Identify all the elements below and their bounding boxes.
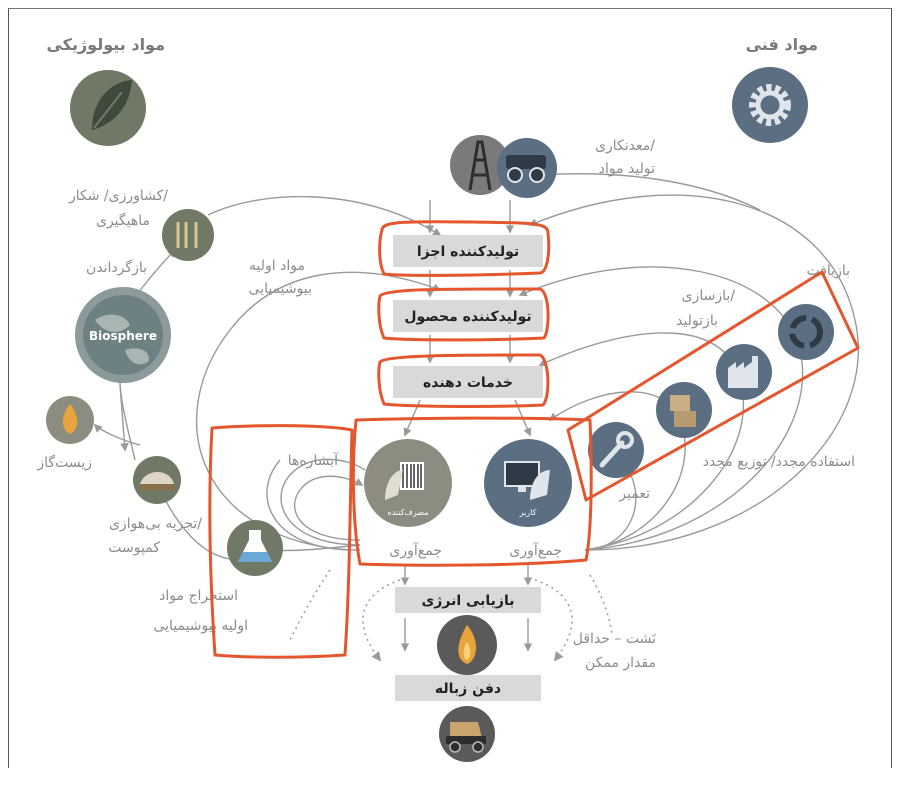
regeneration-label: بازگرداندن: [86, 259, 147, 276]
wheat-fish-icon: [162, 209, 214, 261]
collection-right-label: جمع‌آوری: [509, 542, 562, 559]
flame-icon: [437, 615, 497, 675]
collection-left-label: جمع‌آوری: [389, 542, 442, 559]
energy-recovery-box: بازیابی انرژی: [395, 587, 541, 613]
mining-label-2: تولید مواد: [599, 161, 655, 177]
biogas-label: زیست‌گاز: [36, 454, 92, 471]
feedstock-label-1: مواد اولیه: [249, 258, 305, 274]
leaf-icon: [70, 70, 146, 146]
parts-manufacturer-label: تولیدکننده اجزا: [417, 244, 519, 260]
refurbish-label-2: بازتولید: [676, 313, 718, 329]
cascades-label: آبشاره‌ها: [288, 452, 339, 469]
mining-truck-icon: [497, 138, 557, 198]
leakage-label-1: نَشت – حداقل: [573, 631, 657, 647]
biological-title: مواد بیولوژیکی: [46, 35, 165, 54]
refurbish-label-1: بازسازی/: [682, 288, 736, 304]
orange-highlights: [208, 220, 860, 659]
factory-icon: [716, 344, 772, 400]
compost-icon: [133, 456, 181, 504]
recycle-icon: [778, 304, 834, 360]
wrench-icon: [588, 422, 644, 478]
reuse-label: استفاده مجدد/ توزیع مجدد: [703, 454, 855, 470]
biosphere-globe: Biosphere: [75, 287, 171, 383]
landfill-label: دفن زباله: [435, 681, 501, 697]
consumer-icon: مصرف‌کننده: [364, 439, 452, 527]
consumer-label: مصرف‌کننده: [388, 508, 429, 517]
energy-recovery-label: بازیابی انرژی: [421, 593, 514, 609]
technical-title: مواد فنی: [746, 35, 818, 54]
product-manufacturer-box: تولیدکننده محصول: [393, 300, 543, 332]
anaerobic-label-1: تجزیه بی‌هوازی/: [109, 516, 202, 532]
service-provider-box: خدمات دهنده: [393, 366, 543, 398]
biosphere-label: Biosphere: [89, 329, 157, 343]
landfill-box: دفن زباله: [395, 675, 541, 701]
gear-icon: [732, 67, 808, 143]
product-manufacturer-label: تولیدکننده محصول: [404, 309, 531, 325]
mining-label-1: معدنکاری/: [595, 138, 655, 154]
feedstock-label-2: بیوشیمیایی: [249, 281, 312, 297]
parts-manufacturer-box: تولیدکننده اجزا: [393, 235, 543, 267]
service-provider-label: خدمات دهنده: [423, 375, 513, 391]
anaerobic-label-2: کمپوست: [108, 540, 160, 556]
figure-frame: [8, 8, 892, 768]
leakage-label-2: مقدار ممکن: [585, 655, 656, 671]
flask-icon: [227, 520, 283, 576]
extraction-label-1: استخراج مواد: [159, 588, 238, 604]
maintenance-label: تعمیر: [618, 486, 650, 502]
farming-label-1: کشاورزی/ شکار/: [68, 188, 168, 204]
boxes-icon: [656, 382, 712, 438]
dump-truck-icon: [439, 706, 495, 762]
user-label: کاربر: [519, 508, 537, 517]
user-icon: کاربر: [484, 439, 572, 527]
biogas-flame-icon: [46, 396, 94, 444]
farming-label-2: ماهیگیری: [96, 212, 150, 229]
extraction-label-2: اولیه بیوشیمیایی: [153, 618, 248, 634]
oil-rig-icon: [450, 135, 510, 195]
